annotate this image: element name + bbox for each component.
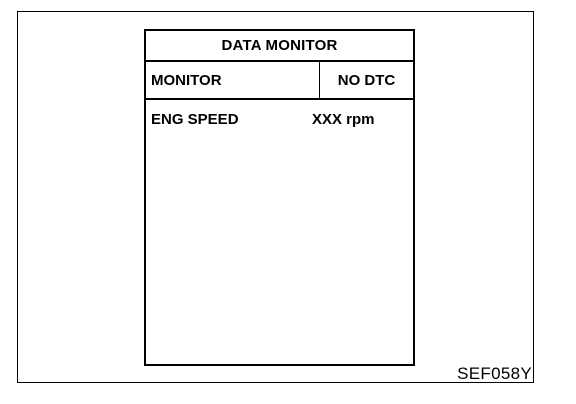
monitor-column-header: MONITOR — [151, 71, 222, 89]
dtc-status: NO DTC — [337, 71, 396, 89]
figure-code: SEF058Y — [457, 364, 532, 383]
screen-title: DATA MONITOR — [146, 31, 413, 62]
data-item-value: XXX rpm — [312, 111, 375, 128]
data-row: ENG SPEED XXX rpm — [146, 111, 413, 131]
figure-frame — [17, 11, 534, 383]
data-monitor-screen: DATA MONITOR MONITOR NO DTC ENG SPEED XX… — [144, 29, 415, 366]
column-divider — [319, 62, 320, 98]
monitor-header-row: MONITOR NO DTC — [146, 62, 413, 100]
data-item-label: ENG SPEED — [151, 111, 239, 128]
